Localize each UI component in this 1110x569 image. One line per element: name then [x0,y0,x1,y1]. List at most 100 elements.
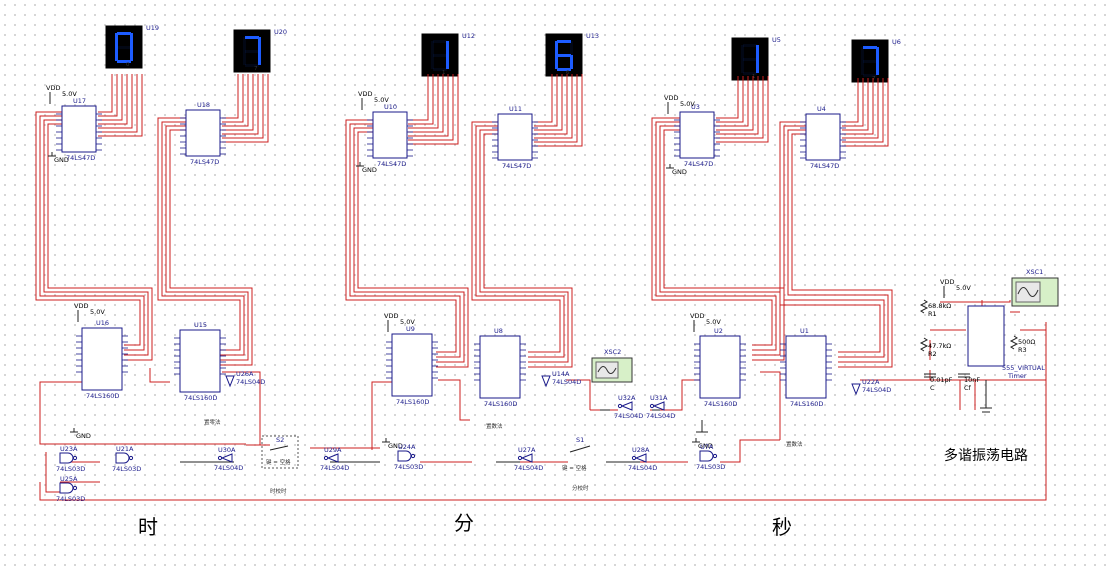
switch-s1-ref: S1 [576,436,584,444]
segment-b [876,47,879,61]
display-digit: 7 [872,76,876,82]
chip-ref: U15 [194,321,207,329]
vdd-voltage: 5.0V [956,284,971,292]
gate-ref: U7A [700,443,714,451]
counter-U8: U8 74LS160D [474,327,526,408]
segment-g [743,58,757,61]
segment-a [245,36,259,39]
xsc1-ref: XSC1 [1026,268,1043,276]
switch-s2-key: 键 = 空格 [266,458,291,466]
segment-c [130,47,133,61]
segment-e [431,55,434,69]
gate-ref: U25A [60,475,78,483]
switch-s1[interactable]: S1 键 = 空格 分校时 [562,436,591,492]
gate-ref: U14A [552,370,570,378]
gate-part: 74LS04D [214,464,243,472]
gate-ref: U30A [218,446,236,454]
gate-ref: U28A [632,446,650,454]
display-ref: U5 [772,36,781,44]
chip-part: 74LS160D [484,400,517,408]
control-wires [39,300,1047,501]
segment-e [555,55,558,69]
chip-part: 74LS160D [396,398,429,406]
oscilloscope-xsc2[interactable]: XSC2 [591,348,633,383]
switch-s2-ref: S2 [276,436,284,444]
segment-g [245,50,259,53]
display-ref: U12 [462,32,475,40]
segment-a [117,32,131,35]
black-wires [180,380,992,463]
vdd-label: VDD [46,84,60,92]
c-value: 0.01pF [930,376,953,384]
gate-part: 74LS03D [56,465,85,473]
vdd-voltage: 5.0V [374,96,389,104]
gnd-marker: GND [356,162,377,174]
segment-c [756,59,759,73]
decoder-U11: U11 74LS47D [492,105,538,170]
segment-d [743,72,757,75]
timer-sub: Timer [1007,372,1027,380]
chip-part: 74LS47D [684,160,713,168]
segment-a [863,46,877,49]
segment-a [433,40,447,43]
segment-b [756,45,759,59]
oscilloscope-xsc1[interactable]: XSC1 [1011,268,1059,307]
gate-U30A: U30A 74LS04D [214,446,243,472]
gnd-label: GND [362,166,377,174]
vdd-label: VDD [74,302,88,310]
gnd-marker: GND [48,152,69,164]
chip-ref: U11 [509,105,522,113]
segment-g [433,54,447,57]
gate-ref: U32A [618,394,636,402]
vdd-label: VDD [358,90,372,98]
gnd-label: GND [54,156,69,164]
gnd-label: GND [672,168,687,176]
segment-b [446,41,449,55]
segment-f [741,45,744,59]
display-digit: 7 [254,66,258,72]
chip-ref: U8 [494,327,503,335]
gnd-marker: GND [666,164,687,176]
gnd-marker: GND [382,438,403,450]
segment-b [258,37,261,51]
timer-555: 555_VIRTUAL Timer 68.8kΩ R1 47.7kΩ R2 50… [919,299,1045,392]
chip-part: 74LS47D [502,162,531,170]
display-ref: U19 [146,24,159,32]
gnd-marker: GND [692,438,713,450]
vdd-label: VDD [664,94,678,102]
vdd-voltage: 5.0V [680,100,695,108]
chip-part: 74LS47D [810,162,839,170]
display-digit: 1 [442,70,446,76]
oscillator-title: 多谐振荡电路 [944,447,1028,464]
chip-part: 74LS160D [86,392,119,400]
label-second: 秒 [772,515,792,539]
chip-part: 74LS160D [790,400,823,408]
label-minute: 分 [454,511,474,535]
chip-part: 74LS160D [184,394,217,402]
timer-name: 555_VIRTUAL [1002,364,1045,372]
display-U6: U67 [851,38,901,83]
display-digit: 6 [566,70,570,76]
gnd-label: GND [698,442,713,450]
switch-s2[interactable]: S2 键 = 空格 时校时 [261,435,299,495]
